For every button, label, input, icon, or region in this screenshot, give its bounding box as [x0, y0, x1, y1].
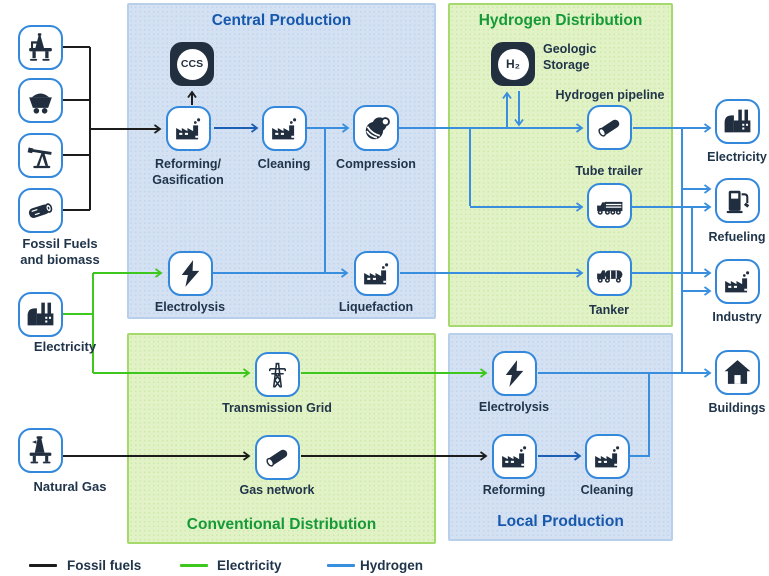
coal-cart-icon	[29, 93, 52, 114]
legend-electricity-line	[180, 564, 208, 567]
buildings-label: Buildings	[708, 401, 766, 415]
node-industry	[715, 259, 760, 304]
node-tanker	[587, 251, 632, 296]
node-natural-gas	[18, 428, 63, 473]
factory-icon	[176, 118, 201, 140]
node-electricity-source	[18, 292, 63, 337]
ccs-badge: CCS	[170, 42, 214, 86]
node-reforming-local	[492, 434, 537, 479]
factory-icon	[272, 118, 297, 140]
factory-icon	[502, 446, 527, 468]
transmission-grid-label: Transmission Grid	[222, 401, 332, 415]
hydrogen-pipeline-label: Hydrogen pipeline	[555, 88, 665, 102]
biomass-log-icon	[28, 203, 53, 218]
factory-icon	[364, 263, 389, 285]
cleaning-central-label: Cleaning	[257, 157, 311, 171]
compression-label: Compression	[336, 157, 416, 171]
refueling-label: Refueling	[708, 230, 766, 244]
tube-trailer-label: Tube trailer	[575, 164, 643, 178]
electricity-source-label: Electricity	[33, 339, 97, 354]
ccs-label: CCS	[176, 48, 208, 80]
cleaning-local-label: Cleaning	[580, 483, 634, 497]
factory-icon	[595, 446, 620, 468]
gas-rig-icon	[29, 436, 52, 464]
h2-storage-badge: H₂	[491, 42, 535, 86]
industry-label: Industry	[712, 310, 762, 324]
node-cleaning-central	[262, 106, 307, 151]
legend-fossil-line	[29, 564, 57, 567]
pump-jack-icon	[27, 147, 52, 169]
node-electrolysis-local	[492, 351, 537, 396]
node-liquefaction	[354, 251, 399, 296]
oil-platform-icon	[29, 33, 52, 61]
electricity-use-label: Electricity	[707, 150, 767, 164]
factory-icon	[725, 271, 750, 293]
h2-label: H₂	[497, 48, 529, 80]
local-production-title: Local Production	[497, 513, 624, 530]
natural-gas-label: Natural Gas	[33, 479, 107, 494]
compressor-icon	[365, 116, 390, 139]
node-pump-jack	[18, 133, 63, 178]
electrolysis-local-label: Electrolysis	[478, 400, 550, 414]
node-gas-network	[255, 435, 300, 480]
tanker-truck-icon	[597, 270, 623, 283]
legend-hydrogen-line	[327, 564, 355, 567]
node-coal-cart	[18, 78, 63, 123]
reforming-gasification-label: Reforming/ Gasification	[152, 157, 224, 187]
node-electrolysis-central	[168, 251, 213, 296]
gas-network-label: Gas network	[239, 483, 315, 497]
lightning-bolt-icon	[505, 360, 524, 387]
fossil-fuels-label: Fossil Fuels and biomass	[20, 236, 100, 267]
conventional-distribution-title: Conventional Distribution	[186, 516, 377, 533]
tanker-label: Tanker	[588, 303, 630, 317]
lightning-bolt-icon	[181, 260, 200, 287]
region-conventional-distribution: Conventional Distribution	[127, 333, 436, 544]
legend-hydrogen-label: Hydrogen	[360, 558, 424, 573]
central-production-title: Central Production	[211, 12, 352, 29]
power-plant-icon	[27, 302, 54, 326]
node-reforming-gasification	[166, 106, 211, 151]
pipe-icon	[266, 449, 288, 467]
fuel-pump-icon	[726, 190, 750, 214]
hydrogen-distribution-title: Hydrogen Distribution	[478, 12, 643, 29]
node-electricity-use	[715, 99, 760, 144]
house-icon	[724, 360, 751, 384]
node-buildings	[715, 350, 760, 395]
node-refueling	[715, 178, 760, 223]
tube-trailer-truck-icon	[597, 201, 623, 215]
node-tube-trailer	[587, 183, 632, 228]
legend-fossil-label: Fossil fuels	[67, 558, 142, 573]
node-transmission-grid	[255, 352, 300, 397]
reforming-local-label: Reforming	[482, 483, 546, 497]
node-hydrogen-pipeline	[587, 105, 632, 150]
node-compression	[353, 105, 399, 151]
legend-electricity-label: Electricity	[217, 558, 282, 573]
node-biomass-log	[18, 188, 63, 233]
liquefaction-label: Liquefaction	[338, 300, 414, 314]
node-cleaning-local	[585, 434, 630, 479]
power-plant-icon	[724, 109, 751, 133]
electrolysis-central-label: Electrolysis	[154, 300, 226, 314]
region-local-production: Local Production	[448, 333, 673, 541]
geologic-storage-label: Geologic Storage	[543, 42, 597, 72]
node-oil-platform	[18, 25, 63, 70]
pipe-icon	[598, 119, 620, 137]
transmission-tower-icon	[268, 362, 287, 388]
